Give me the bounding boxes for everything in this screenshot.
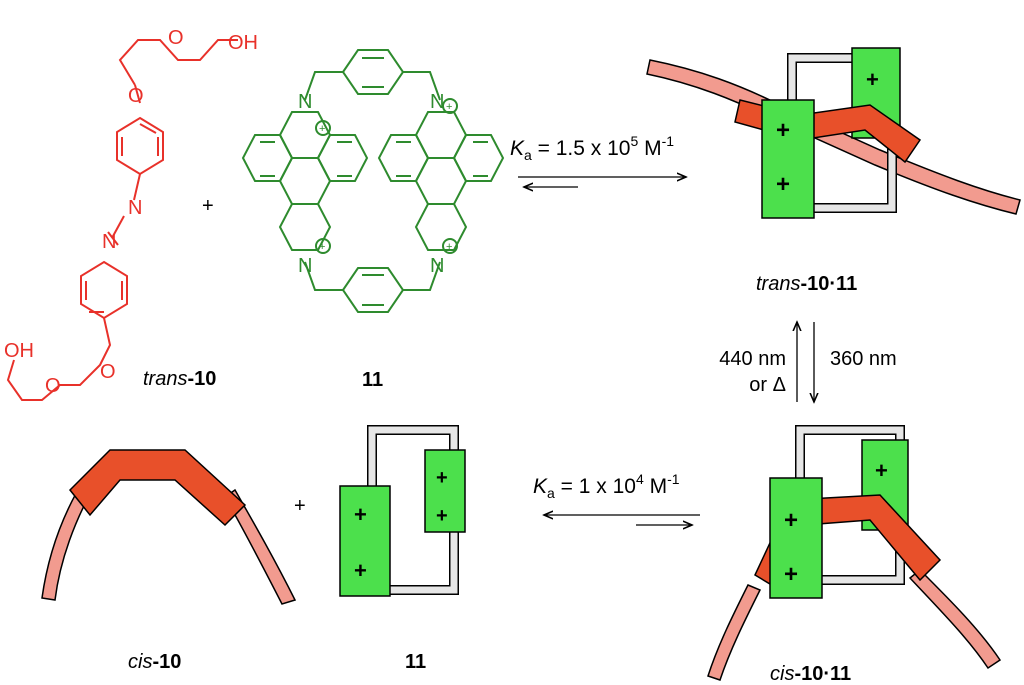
plus-sign-bottom: + bbox=[294, 495, 306, 517]
equilibrium-bottom: Ka = 1 x 104 M-1 bbox=[533, 471, 700, 525]
box-plus-10: + bbox=[784, 561, 798, 588]
cyclophane-11-atoms: N N N N + + + + bbox=[298, 91, 452, 277]
up-condition-2: or Δ bbox=[749, 374, 786, 396]
charge-1: + bbox=[319, 123, 325, 135]
box-plus-4: + bbox=[436, 467, 448, 489]
n-plus-4: N bbox=[430, 255, 444, 277]
box-plus-3: + bbox=[776, 171, 790, 198]
trans-complex-label: trans-10·11 bbox=[756, 273, 857, 295]
charge-4: + bbox=[446, 241, 452, 253]
n-atom-1: N bbox=[128, 197, 142, 219]
cis-complex-cartoon: + + + bbox=[707, 425, 1002, 681]
o-atom-4: O bbox=[45, 375, 61, 397]
cis-10-cartoon bbox=[41, 449, 297, 605]
oh-top-label: OH bbox=[228, 32, 258, 54]
oh-bottom-label: OH bbox=[4, 340, 34, 362]
box-plus-7: + bbox=[354, 558, 367, 583]
cis-10-label: cis-10 bbox=[128, 651, 181, 673]
label-11-bottom: 11 bbox=[405, 651, 426, 673]
o-atom-2: O bbox=[128, 85, 144, 107]
down-condition: 360 nm bbox=[830, 348, 897, 370]
plus-sign-top: + bbox=[202, 195, 214, 217]
o-atom-3: O bbox=[100, 361, 116, 383]
box-plus-8: + bbox=[875, 458, 888, 483]
ka-bottom-text: Ka = 1 x 104 M-1 bbox=[533, 471, 680, 501]
n-atom-2: N bbox=[102, 231, 116, 253]
n-plus-2: N bbox=[430, 91, 444, 113]
charge-3: + bbox=[319, 241, 325, 253]
trans-10-label: trans-10 bbox=[143, 368, 216, 390]
box-plus-1: + bbox=[866, 67, 879, 92]
trans-10-atoms: OH O O N N O O OH bbox=[4, 27, 258, 397]
charge-2: + bbox=[446, 101, 452, 113]
box-plus-2: + bbox=[776, 117, 790, 144]
trans-10-structure bbox=[6, 39, 238, 401]
cyclophane-11-structure bbox=[241, 49, 505, 313]
box-plus-6: + bbox=[354, 502, 367, 527]
box-plus-9: + bbox=[784, 507, 798, 534]
o-atom-1: O bbox=[168, 27, 184, 49]
label-11-top: 11 bbox=[362, 369, 383, 391]
box-plus-5: + bbox=[436, 505, 448, 527]
cis-complex-label: cis-10·11 bbox=[770, 663, 851, 685]
photoisomerization: 440 nm or Δ 360 nm bbox=[719, 322, 897, 402]
trans-complex-cartoon: + + + bbox=[646, 47, 1021, 219]
equilibrium-top: Ka = 1.5 x 105 M-1 bbox=[510, 133, 686, 187]
up-condition-1: 440 nm bbox=[719, 348, 786, 370]
cyclophane-11-cartoon: + + + + bbox=[339, 425, 466, 597]
n-plus-1: N bbox=[298, 91, 312, 113]
ka-top-text: Ka = 1.5 x 105 M-1 bbox=[510, 133, 674, 163]
n-plus-3: N bbox=[298, 255, 312, 277]
